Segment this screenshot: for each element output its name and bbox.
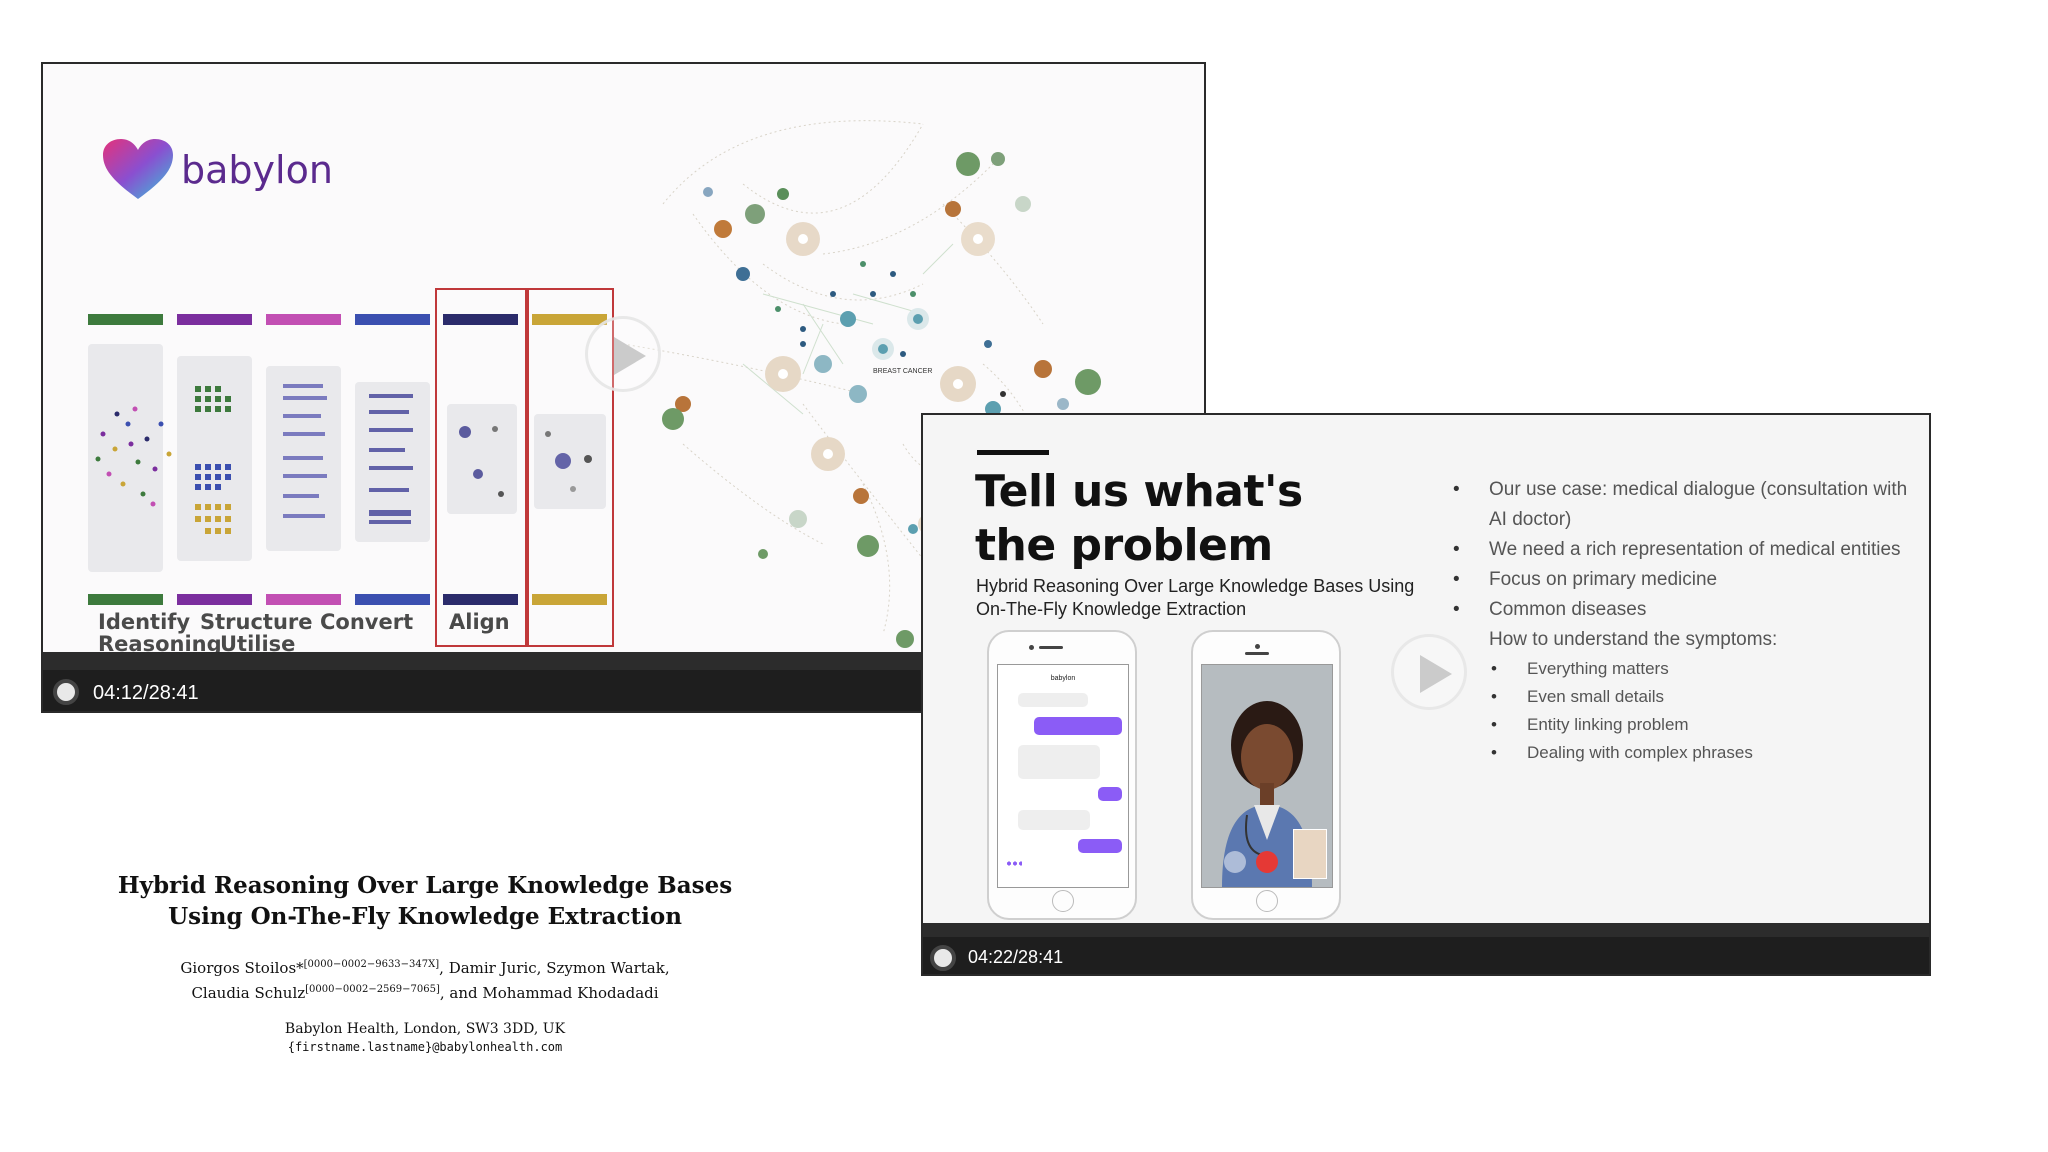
label-align: Align <box>449 610 510 634</box>
chat-header: babylon <box>1050 675 1076 682</box>
final-highlight-box <box>525 288 614 647</box>
video-1-slide: BREAST CANCER babylon <box>43 64 1204 652</box>
slide-bullets: Our use case: medical dialogue (consulta… <box>1453 475 1913 767</box>
align-highlight-box <box>435 288 529 647</box>
video-2-slide: Tell us what's the problem Hybrid Reason… <box>923 415 1929 923</box>
phone-camera <box>1029 645 1034 650</box>
stage-bar-utilise-top <box>266 314 341 325</box>
chat-bubble <box>1078 839 1122 853</box>
typing-indicator <box>1006 861 1022 866</box>
paper-title: Hybrid Reasoning Over Large Knowledge Ba… <box>100 870 750 932</box>
logo-text: babylon <box>181 148 333 192</box>
slide-title: Tell us what's the problem <box>975 466 1303 571</box>
author-line-2: Claudia Schulz[0000−0002−2569−7065], and… <box>100 979 750 1004</box>
chat-bubble <box>1098 787 1122 801</box>
author-line-1: Giorgos Stoilos*[0000−0002−9633−347X], D… <box>100 954 750 979</box>
sub-bullet-item: Dealing with complex phrases <box>1453 739 1913 767</box>
video-2-progress-track[interactable] <box>923 923 1929 937</box>
video-2-controls: 04:22/28:41 <box>923 923 1929 974</box>
chat-bubble <box>1018 745 1100 779</box>
phone-speaker <box>1039 646 1063 649</box>
video-1-progress-track[interactable] <box>43 652 1204 670</box>
paper-header: Hybrid Reasoning Over Large Knowledge Ba… <box>100 870 750 1056</box>
stage-bar-structure-bottom <box>177 594 252 605</box>
mute-button-icon <box>1224 851 1246 873</box>
bullet-item: Our use case: medical dialogue (consulta… <box>1453 475 1913 535</box>
stage-bar-final-top <box>532 314 607 325</box>
stage-bar-identify-top <box>88 314 163 325</box>
network-node-label: BREAST CANCER <box>873 368 932 375</box>
knowledge-graph-illustration: BREAST CANCER <box>622 120 1101 648</box>
orcid-1: [0000−0002−9633−347X] <box>303 959 440 970</box>
hang-up-button-icon <box>1256 851 1278 873</box>
phone-home-button <box>1052 890 1074 912</box>
stage-bar-align-top <box>443 314 518 325</box>
phone-home-button <box>1256 890 1278 912</box>
identify-panel <box>88 344 163 572</box>
paper-affiliation: Babylon Health, London, SW3 3DD, UK {fir… <box>100 1020 750 1056</box>
phone-chat-mockup: babylon <box>987 630 1137 920</box>
stage-bar-identify-bottom <box>88 594 163 605</box>
stage-bar-convert-top <box>355 314 430 325</box>
phone-camera <box>1255 644 1260 649</box>
bullet-item: Common diseases <box>1453 595 1913 625</box>
orcid-2: [0000−0002−2569−7065] <box>305 984 440 995</box>
phone-speaker <box>1245 652 1269 655</box>
pipeline-dots-illustration <box>95 384 592 534</box>
stage-bar-structure-top <box>177 314 252 325</box>
chat-bubble <box>1018 810 1090 830</box>
authors-rest-1: , Damir Juric, Szymon Wartak, <box>439 959 670 977</box>
video-1-scrubber-knob[interactable] <box>53 679 79 705</box>
self-view-thumbnail <box>1293 829 1327 879</box>
stage-bar-align-bottom <box>443 594 518 605</box>
stage-bar-final-bottom <box>532 594 607 605</box>
bullet-item: Focus on primary medicine <box>1453 565 1913 595</box>
structure-panel <box>177 356 252 561</box>
video-call-screen <box>1201 664 1333 888</box>
bullet-subheading: How to understand the symptoms: <box>1489 629 1778 650</box>
play-button-1[interactable] <box>585 316 661 392</box>
paper-authors: Giorgos Stoilos*[0000−0002−9633−347X], D… <box>100 954 750 1004</box>
label-utilise: Utilise <box>220 632 296 652</box>
paper-title-line-2: Using On-The-Fly Knowledge Extraction <box>168 903 682 930</box>
stage-bar-convert-bottom <box>355 594 430 605</box>
author-name-2: Claudia Schulz <box>191 984 306 1002</box>
chat-screen: babylon <box>997 664 1129 888</box>
chat-bubble <box>1034 717 1122 735</box>
sub-bullet-item: Entity linking problem <box>1453 711 1913 739</box>
align-panel <box>447 404 517 514</box>
affiliation-text: Babylon Health, London, SW3 3DD, UK <box>284 1021 566 1037</box>
sub-bullet-item: Even small details <box>1453 683 1913 711</box>
video-player-2[interactable]: Tell us what's the problem Hybrid Reason… <box>921 413 1931 976</box>
heart-logo-icon <box>103 139 173 199</box>
label-reasoning: Reasoning <box>98 632 222 652</box>
phone-video-call-mockup <box>1191 630 1341 920</box>
paper-title-line-1: Hybrid Reasoning Over Large Knowledge Ba… <box>117 872 733 899</box>
label-convert: Convert <box>320 610 414 634</box>
bullet-item: We need a rich representation of medical… <box>1453 535 1913 565</box>
babylon-logo: babylon <box>103 139 333 201</box>
label-identify: Identify <box>98 610 191 634</box>
sub-bullet-item: Everything matters <box>1453 655 1913 683</box>
video-1-timestamp: 04:12/28:41 <box>93 682 199 704</box>
video-2-scrubber-knob[interactable] <box>930 945 956 971</box>
title-accent-bar <box>977 450 1049 455</box>
affiliation-email: {firstname.lastname}@babylonhealth.com <box>287 1040 563 1054</box>
author-name-1: Giorgos Stoilos* <box>180 959 304 977</box>
video-2-timestamp: 04:22/28:41 <box>968 947 1064 967</box>
slide-subtitle: Hybrid Reasoning Over Large Knowledge Ba… <box>976 576 1415 619</box>
video-player-1[interactable]: BREAST CANCER babylon <box>41 62 1206 713</box>
chat-bubble <box>1018 693 1088 707</box>
label-structure: Structure <box>200 610 313 634</box>
authors-rest-2: , and Mohammad Khodadadi <box>439 984 659 1002</box>
stage-bar-utilise-bottom <box>266 594 341 605</box>
